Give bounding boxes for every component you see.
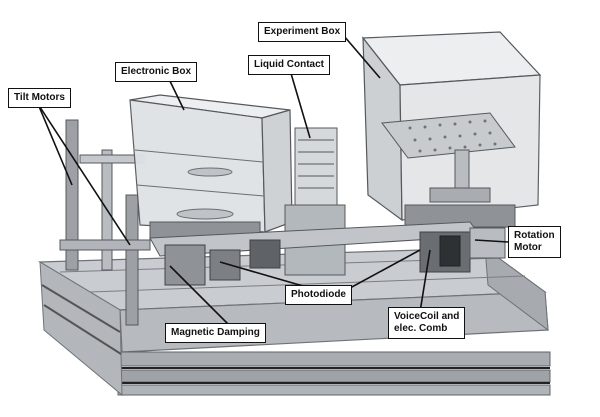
label-rotation-motor-line1: Rotation bbox=[514, 230, 555, 241]
label-voicecoil-line2: elec. Comb bbox=[394, 323, 448, 334]
label-photodiode-text: Photodiode bbox=[291, 289, 346, 300]
label-tilt-motors-text: Tilt Motors bbox=[14, 92, 65, 103]
center-mechanics bbox=[149, 221, 506, 286]
label-liquid-contact: Liquid Contact bbox=[248, 55, 330, 75]
label-liquid-contact-text: Liquid Contact bbox=[254, 59, 324, 70]
label-rotation-motor: Rotation Motor bbox=[508, 226, 561, 258]
label-electronic-box-text: Electronic Box bbox=[121, 66, 192, 77]
experiment-box bbox=[361, 31, 542, 228]
label-voicecoil: VoiceCoil and elec. Comb bbox=[388, 307, 466, 339]
base-frame bbox=[37, 246, 551, 397]
label-magnetic-damping: Magnetic Damping bbox=[165, 323, 266, 343]
label-tilt-motors: Tilt Motors bbox=[8, 88, 71, 108]
leader-lines bbox=[37, 35, 509, 325]
label-experiment-box-text: Experiment Box bbox=[264, 26, 341, 37]
label-rotation-motor-line2: Motor bbox=[514, 242, 542, 253]
label-experiment-box: Experiment Box bbox=[258, 22, 347, 42]
label-voicecoil-line1: VoiceCoil and bbox=[394, 311, 460, 322]
liquid-contact-stack bbox=[284, 127, 346, 276]
label-electronic-box: Electronic Box bbox=[115, 62, 198, 82]
label-photodiode: Photodiode bbox=[285, 285, 352, 305]
electronic-box bbox=[129, 94, 293, 241]
label-magnetic-damping-text: Magnetic Damping bbox=[171, 327, 260, 338]
